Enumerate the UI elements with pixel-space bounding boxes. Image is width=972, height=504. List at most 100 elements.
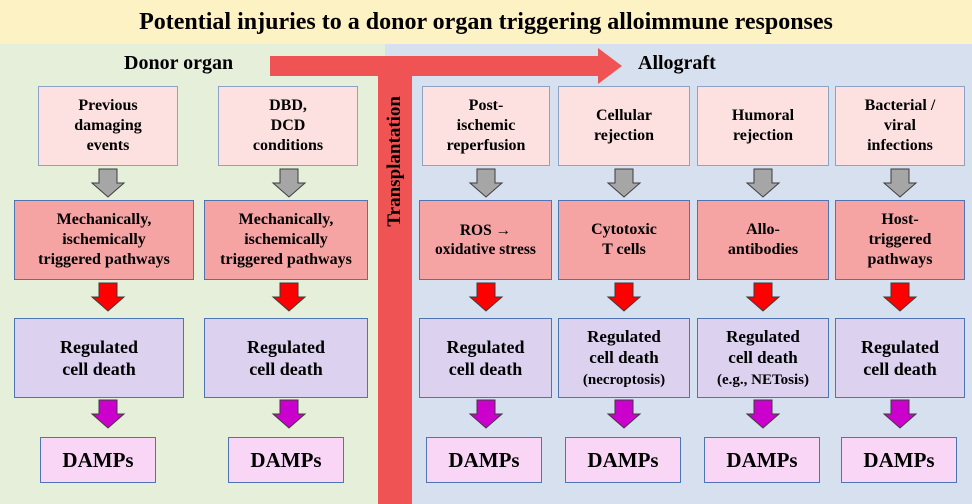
- pathway-line: Mechanically,: [56, 211, 152, 228]
- cell-death-line: cell death: [62, 359, 136, 379]
- cell-death-subtype: (necroptosis): [582, 372, 666, 389]
- magenta-down-arrow: [468, 399, 504, 429]
- damps-box: DAMPs: [704, 437, 820, 483]
- gray-down-arrow: [271, 168, 307, 198]
- pathway-line: triggered pathways: [38, 251, 170, 268]
- pathway-line: ischemically: [62, 231, 146, 248]
- cell-death-line: Regulated: [726, 326, 800, 346]
- allograft-label: Allograft: [638, 52, 716, 74]
- donor-organ-label: Donor organ: [124, 52, 234, 74]
- red-down-arrow: [882, 282, 918, 312]
- damps-box: DAMPs: [40, 437, 156, 483]
- pathway-line: T cells: [602, 241, 646, 258]
- magenta-down-arrow: [882, 399, 918, 429]
- cell-death-line: Regulated: [247, 336, 325, 357]
- gray-down-arrow: [606, 168, 642, 198]
- pathway-line: ischemically: [244, 231, 328, 248]
- pathway-line: triggered pathways: [220, 251, 352, 268]
- trigger-line: DCD: [270, 117, 306, 134]
- gray-down-arrow: [468, 168, 504, 198]
- pathway-box: Mechanically, ischemically triggered pathw…: [204, 200, 368, 280]
- pathway-line: antibodies: [727, 241, 799, 258]
- trigger-line: rejection: [593, 127, 655, 144]
- trigger-line: events: [86, 137, 130, 154]
- pathway-line: Mechanically,: [238, 211, 334, 228]
- magenta-down-arrow: [90, 399, 126, 429]
- magenta-down-arrow: [271, 399, 307, 429]
- gray-down-arrow: [882, 168, 918, 198]
- pathway-line: Allo-: [746, 221, 780, 238]
- pathway-line: Host-: [881, 211, 919, 228]
- trigger-line: reperfusion: [446, 137, 526, 154]
- damps-label: DAMPs: [62, 447, 134, 472]
- pathway-line: oxidative stress: [435, 241, 536, 258]
- damps-label: DAMPs: [863, 447, 935, 472]
- trigger-line: Post-: [468, 97, 504, 114]
- trigger-line: Humoral: [731, 107, 795, 124]
- trigger-line: Previous: [78, 97, 138, 114]
- damps-label: DAMPs: [726, 447, 798, 472]
- pathway-line: Cytotoxic: [591, 221, 657, 238]
- damps-box: DAMPs: [565, 437, 681, 483]
- damps-box: DAMPs: [426, 437, 542, 483]
- cell-death-line: cell death: [728, 348, 798, 368]
- trigger-box: Humoral rejection: [697, 86, 829, 166]
- diagram-title: Potential injuries to a donor organ trig…: [139, 8, 833, 35]
- trigger-line: ischemic: [456, 117, 516, 134]
- pathway-line: triggered: [868, 231, 932, 248]
- title-bar: Potential injuries to a donor organ trig…: [0, 0, 972, 44]
- trigger-box: Previous damaging events: [38, 86, 178, 166]
- trigger-box: Post-ischemic reperfusion: [422, 86, 550, 166]
- cell-death-line: Regulated: [446, 336, 525, 357]
- damps-label: DAMPs: [587, 447, 659, 472]
- cell-death-line: cell death: [249, 359, 323, 379]
- red-down-arrow: [468, 282, 504, 312]
- cell-death-line: cell death: [863, 359, 937, 379]
- trigger-line: Cellular: [596, 107, 652, 124]
- gray-down-arrow: [745, 168, 781, 198]
- gray-down-arrow: [90, 168, 126, 198]
- trigger-line: damaging: [74, 117, 142, 134]
- pathway-line: ROS →: [459, 221, 512, 239]
- magenta-down-arrow: [745, 399, 781, 429]
- pathway-box: Mechanically, ischemically triggered pathw…: [14, 200, 194, 280]
- magenta-down-arrow: [606, 399, 642, 429]
- cell-death-line: Regulated: [587, 326, 661, 346]
- red-down-arrow: [745, 282, 781, 312]
- cell-death-line: Regulated: [60, 336, 138, 357]
- pathway-line: pathways: [867, 251, 933, 268]
- trigger-box: Bacterial / viral infections: [835, 86, 965, 166]
- cell-death-line: Regulated: [861, 336, 939, 357]
- cell-death-line: cell death: [448, 359, 523, 379]
- trigger-box: DBD, DCD conditions: [218, 86, 358, 166]
- pathway-box: Cytotoxic T cells: [558, 200, 690, 280]
- trigger-line: rejection: [732, 127, 794, 144]
- red-down-arrow: [90, 282, 126, 312]
- trigger-line: viral: [883, 117, 916, 134]
- pathway-box: Host-triggered pathways: [835, 200, 965, 280]
- pathway-box: Allo-antibodies: [697, 200, 829, 280]
- transplant-arrow-shaft: [270, 56, 380, 76]
- damps-label: DAMPs: [448, 447, 520, 472]
- trigger-line: infections: [867, 137, 933, 154]
- transplantation-bar: [378, 56, 412, 504]
- damps-box: DAMPs: [228, 437, 344, 483]
- damps-label: DAMPs: [250, 447, 322, 472]
- trigger-line: DBD,: [269, 97, 307, 114]
- damps-box: DAMPs: [841, 437, 957, 483]
- red-down-arrow: [271, 282, 307, 312]
- cell-death-line: cell death: [589, 348, 659, 368]
- trigger-line: Bacterial /: [864, 97, 936, 114]
- pathway-box: ROS → oxidative stress: [419, 200, 552, 280]
- cell-death-subtype: (e.g., NETosis): [717, 372, 809, 389]
- trigger-box: Cellular rejection: [558, 86, 690, 166]
- trigger-line: conditions: [252, 137, 324, 154]
